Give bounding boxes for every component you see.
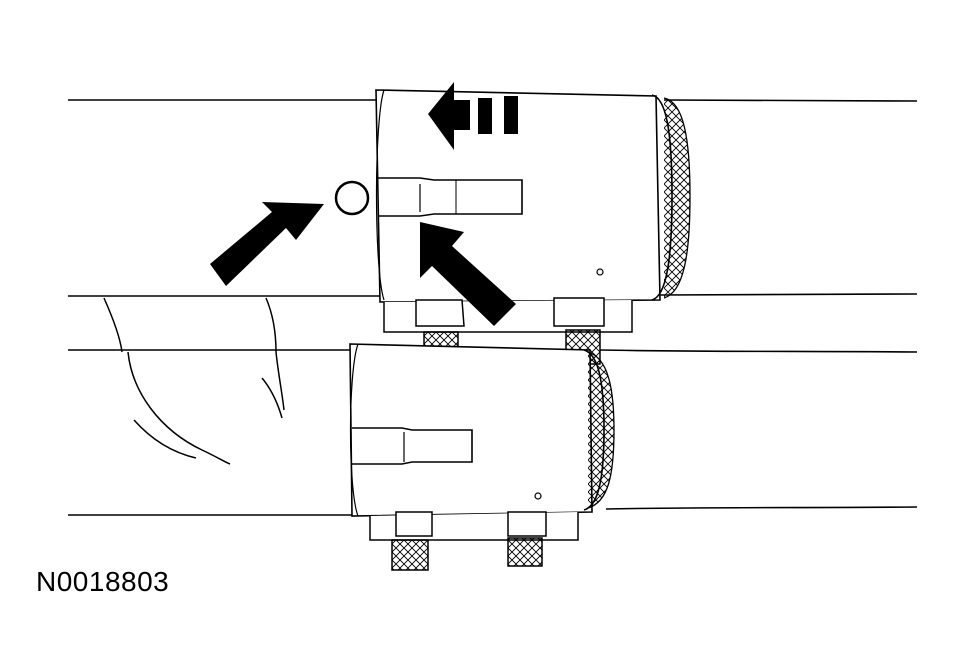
elbow-pipe — [103, 297, 285, 465]
figure-id-label: N0018803 — [36, 566, 170, 597]
circle-marker-icon — [334, 180, 370, 216]
upper-pipe — [68, 99, 918, 297]
lower-clamp-bolts — [369, 511, 579, 571]
lower-pipe — [68, 349, 918, 516]
direction-arrow-icon — [428, 82, 518, 150]
lower-clamp — [349, 343, 615, 517]
indicator-arrow-left-icon — [210, 202, 324, 286]
indicator-arrow-right-icon — [420, 222, 516, 326]
